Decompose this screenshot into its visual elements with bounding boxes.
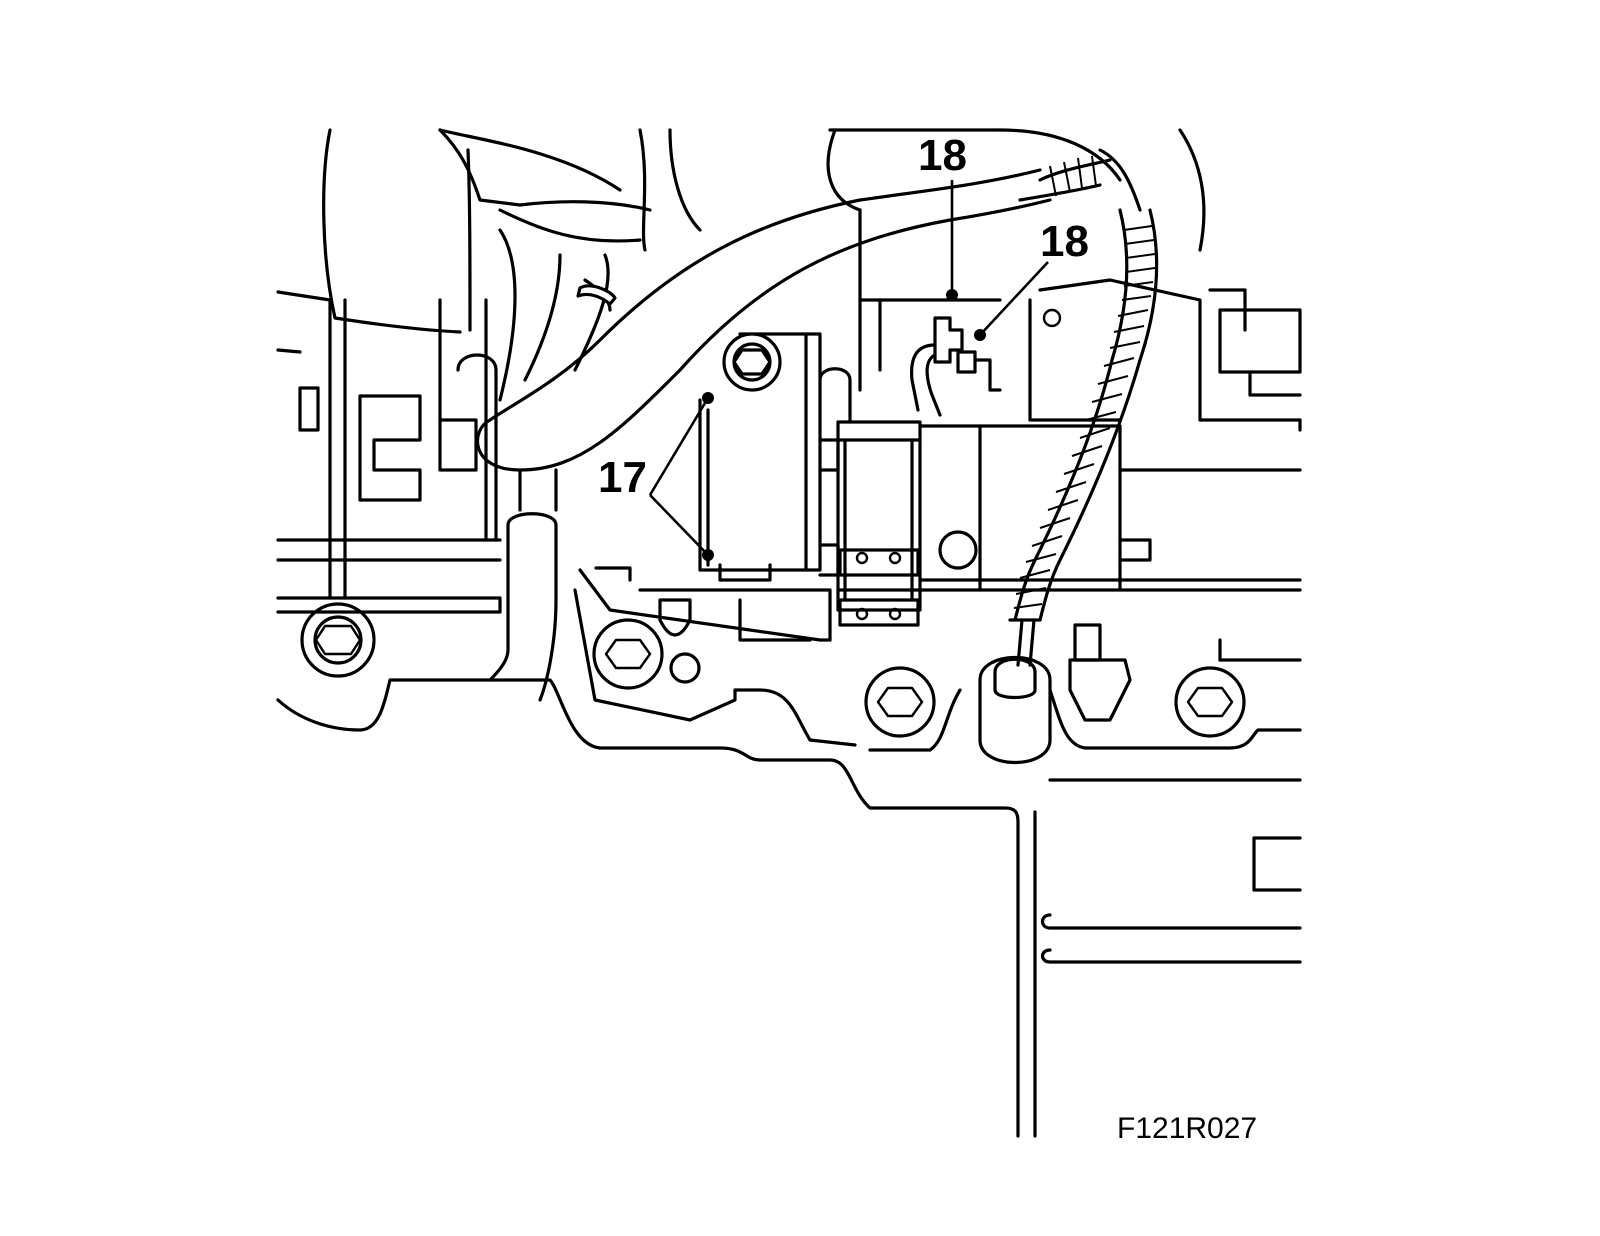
left-bracket-structure: [276, 290, 502, 600]
leader-18-diagonal-point: [974, 329, 986, 341]
callout-18-label-top: 18: [918, 131, 967, 180]
bolt-left: [300, 602, 376, 678]
right-housing: [818, 278, 1302, 627]
leader-18-vertical-point: [946, 289, 958, 301]
main-hose: [475, 168, 1052, 702]
oil-pan-flange: [276, 568, 1302, 1138]
flange-bolts: [300, 602, 1246, 738]
leader-18-diagonal: [979, 261, 1049, 336]
wiring-harness: [1008, 148, 1159, 667]
small-connector: [909, 316, 1002, 417]
bolt-right: [1174, 666, 1246, 738]
callout-18-label-right: 18: [1040, 217, 1089, 266]
intake-hoses: [322, 128, 1206, 402]
leader-17-lower: [649, 494, 709, 556]
leader-17-lower-point: [702, 549, 714, 561]
central-housing: [594, 332, 852, 642]
figure-id: F121R027: [1117, 1112, 1257, 1145]
bolt-center-left: [592, 618, 701, 690]
callout-17-label: 17: [598, 453, 647, 502]
leader-17-upper-point: [702, 392, 714, 404]
leader-17-upper: [648, 397, 710, 496]
callout-leaders: [648, 180, 1049, 561]
sensor-plug: [978, 623, 1132, 765]
bolt-center: [864, 666, 936, 738]
